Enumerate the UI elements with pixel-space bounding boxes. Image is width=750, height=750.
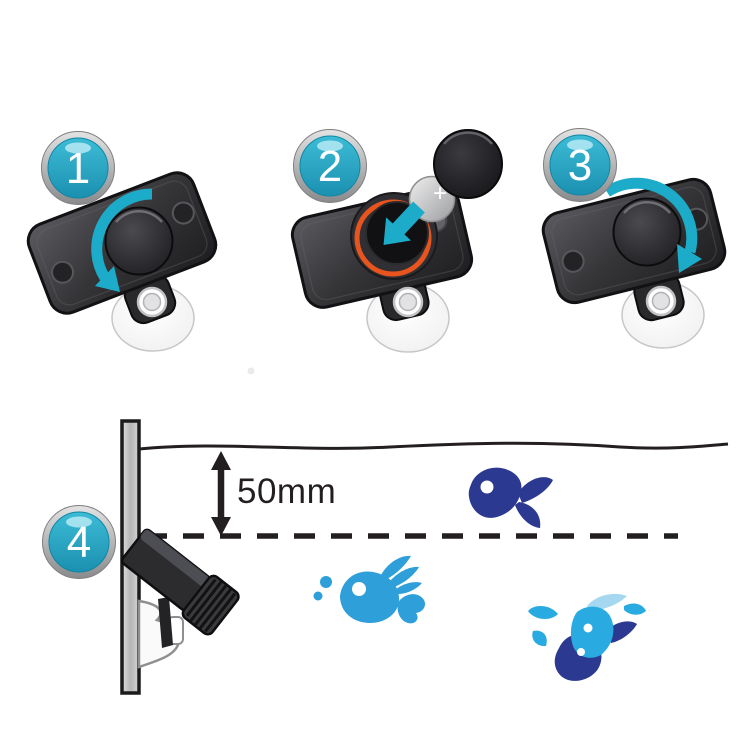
fish-eye — [583, 623, 593, 633]
suction-knob-center — [651, 291, 671, 311]
bubble-icon — [320, 576, 332, 588]
step-2-panel: + 2 — [290, 129, 503, 353]
removed-battery-lid-icon — [433, 129, 503, 199]
fish-icon — [313, 555, 426, 624]
fish-icon — [468, 467, 553, 528]
step-4-badge: 4 — [42, 505, 116, 579]
rotate-clockwise-arrow-icon — [604, 177, 702, 273]
step-number: 4 — [67, 518, 91, 567]
mounted-device-side-view — [120, 528, 240, 669]
step-1-badge: 1 — [41, 131, 115, 205]
depth-label: 50mm — [237, 472, 336, 511]
screw-hole-icon — [561, 249, 585, 273]
bubble-icon — [313, 591, 323, 601]
screw-hole-icon — [171, 201, 195, 225]
step-3-badge: 3 — [543, 128, 617, 202]
fish-eye — [577, 648, 585, 656]
step-2-badge: 2 — [293, 129, 367, 203]
step-number: 1 — [66, 144, 90, 193]
splash-droplet-icon — [528, 605, 558, 620]
suction-knob-center — [398, 292, 418, 312]
water-surface-line — [138, 441, 729, 451]
splash-droplet-icon — [624, 603, 646, 615]
fish-eye — [352, 582, 366, 596]
step-number: 2 — [318, 142, 342, 191]
splashing-fish-icon — [528, 593, 646, 681]
insert-arrow-icon — [383, 201, 425, 246]
fish-eye — [480, 480, 494, 494]
suction-knob-center — [142, 292, 162, 312]
step-4-panel: 50mm — [42, 419, 729, 695]
step-3-panel: 3 — [541, 128, 727, 349]
step-1-panel: 1 — [26, 131, 218, 352]
step-number: 3 — [568, 141, 592, 190]
depth-measure-arrow-icon — [211, 451, 231, 536]
screw-hole-icon — [51, 260, 75, 284]
rotate-counterclockwise-arrow-icon — [91, 188, 153, 292]
device-side-body — [120, 528, 240, 636]
splash-droplet-icon — [532, 630, 547, 647]
faint-speck — [247, 367, 255, 375]
battery-lid-icon — [104, 206, 174, 276]
battery-lid-icon — [612, 197, 682, 267]
sensor-stem — [158, 597, 173, 648]
